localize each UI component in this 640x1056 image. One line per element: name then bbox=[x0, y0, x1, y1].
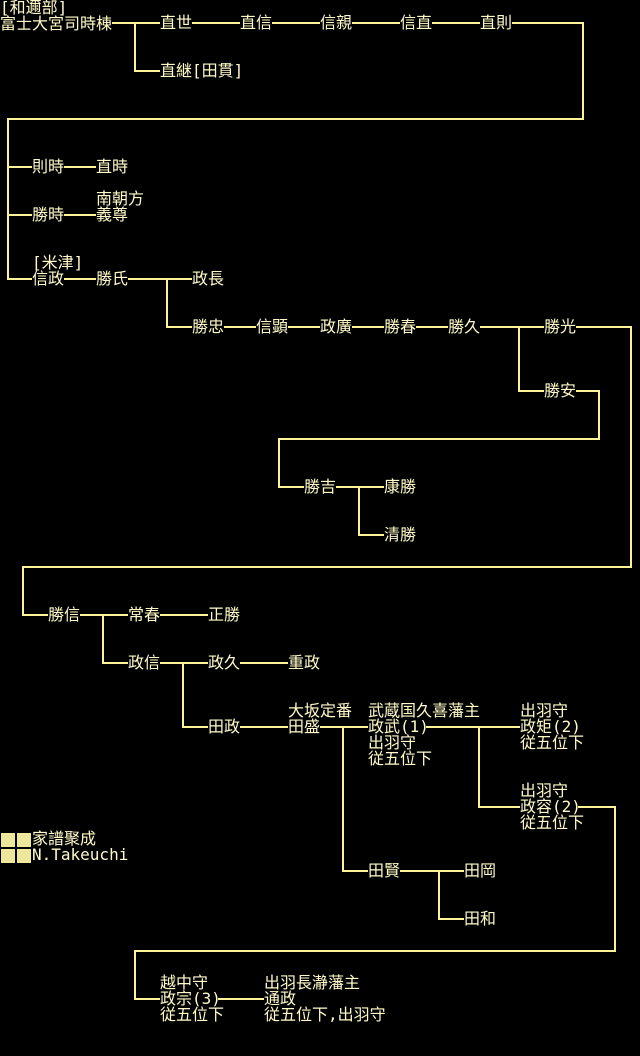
person-rank: 従五位下 bbox=[368, 749, 433, 768]
person-yoshitaka: 義尊 bbox=[96, 205, 129, 224]
person-katsuhisa: 勝久 bbox=[448, 317, 481, 336]
person-nobumasa: 信政 bbox=[32, 269, 65, 288]
person-shigemasa: 重政 bbox=[288, 653, 321, 672]
person-katsutoki: 勝時 bbox=[32, 205, 65, 224]
person-yasukatsu: 康勝 bbox=[384, 477, 417, 496]
person-masatake: 政武(1) bbox=[368, 717, 429, 736]
line bbox=[478, 727, 520, 808]
person-rank: 従五位下 bbox=[520, 813, 585, 832]
person-kiyokatsu: 清勝 bbox=[384, 525, 417, 544]
person-title: 武蔵国久喜藩主 bbox=[368, 701, 481, 720]
person-katsutada: 勝忠 bbox=[192, 317, 225, 336]
line bbox=[182, 663, 208, 728]
person-katsunobu: 勝信 bbox=[48, 605, 81, 624]
person-title: 出羽守 bbox=[520, 701, 569, 720]
line bbox=[22, 326, 632, 616]
person-rank: 従五位下,出羽守 bbox=[264, 1005, 386, 1024]
line bbox=[166, 279, 192, 328]
clan-label: [和邇部] bbox=[0, 0, 68, 17]
person-nobunao: 信直 bbox=[400, 13, 433, 32]
person-nobuchika: 信親 bbox=[320, 13, 353, 32]
person-denmasa: 田政 bbox=[208, 717, 241, 736]
legend-source: 家譜聚成 bbox=[32, 829, 97, 848]
person-title: 出羽守 bbox=[368, 733, 417, 752]
person-rank: 従五位下 bbox=[160, 1005, 225, 1024]
legend-square bbox=[17, 833, 31, 847]
line bbox=[278, 390, 600, 488]
legend-author: N.Takeuchi bbox=[32, 845, 129, 864]
person-title: 越中守 bbox=[160, 973, 209, 992]
person-title: 大坂定番 bbox=[288, 701, 353, 720]
person-naonori: 直則 bbox=[480, 13, 513, 32]
person-katsuharu: 勝春 bbox=[384, 317, 417, 336]
person-masamune: 政宗(3) bbox=[160, 989, 221, 1008]
person-masanori: 政矩(2) bbox=[520, 717, 581, 736]
person-naotoki: 直時 bbox=[96, 157, 129, 176]
person-note: 南朝方 bbox=[96, 189, 145, 208]
legend-square bbox=[1, 833, 15, 847]
person-masahiro2: 政容(2) bbox=[520, 797, 581, 816]
person-katsuyasu: 勝安 bbox=[544, 381, 577, 400]
line bbox=[134, 806, 616, 1000]
line bbox=[438, 871, 464, 920]
person-masahiro: 政廣 bbox=[320, 317, 353, 336]
person-masanobu: 政信 bbox=[128, 653, 161, 672]
person-katsumitsu: 勝光 bbox=[544, 317, 577, 336]
person-katsuuji: 勝氏 bbox=[96, 269, 129, 288]
person-title: 出羽守 bbox=[520, 781, 569, 800]
person-masakatsu: 正勝 bbox=[208, 605, 241, 624]
line bbox=[342, 727, 368, 872]
person-denken: 田賢 bbox=[368, 861, 401, 880]
person-masanaga: 政長 bbox=[192, 269, 225, 288]
person-denmori: 田盛 bbox=[288, 717, 321, 736]
person-tokimune: 富士大宮司時棟 bbox=[0, 14, 113, 33]
person-naonobu: 直信 bbox=[240, 13, 273, 32]
person-tsuneharu: 常春 bbox=[128, 605, 161, 624]
line bbox=[518, 327, 544, 392]
line bbox=[358, 487, 384, 536]
branch-label: [米津] bbox=[32, 253, 84, 272]
person-michimasa: 通政 bbox=[264, 989, 297, 1008]
person-rank: 従五位下 bbox=[520, 733, 585, 752]
line bbox=[134, 23, 160, 72]
person-naoyo: 直世 bbox=[160, 13, 193, 32]
person-naotsugu: 直継[田貫] bbox=[160, 61, 244, 80]
legend-square bbox=[1, 849, 15, 863]
person-denwa: 田和 bbox=[464, 909, 497, 928]
line bbox=[102, 615, 128, 664]
person-katsuyoshi: 勝吉 bbox=[304, 477, 337, 496]
person-masahisa: 政久 bbox=[208, 653, 241, 672]
person-nobuaki: 信顕 bbox=[256, 317, 289, 336]
person-denoka: 田岡 bbox=[464, 861, 497, 880]
legend-square bbox=[17, 849, 31, 863]
person-noritoki: 則時 bbox=[32, 157, 65, 176]
line bbox=[7, 22, 584, 280]
person-title: 出羽長瀞藩主 bbox=[264, 973, 361, 992]
